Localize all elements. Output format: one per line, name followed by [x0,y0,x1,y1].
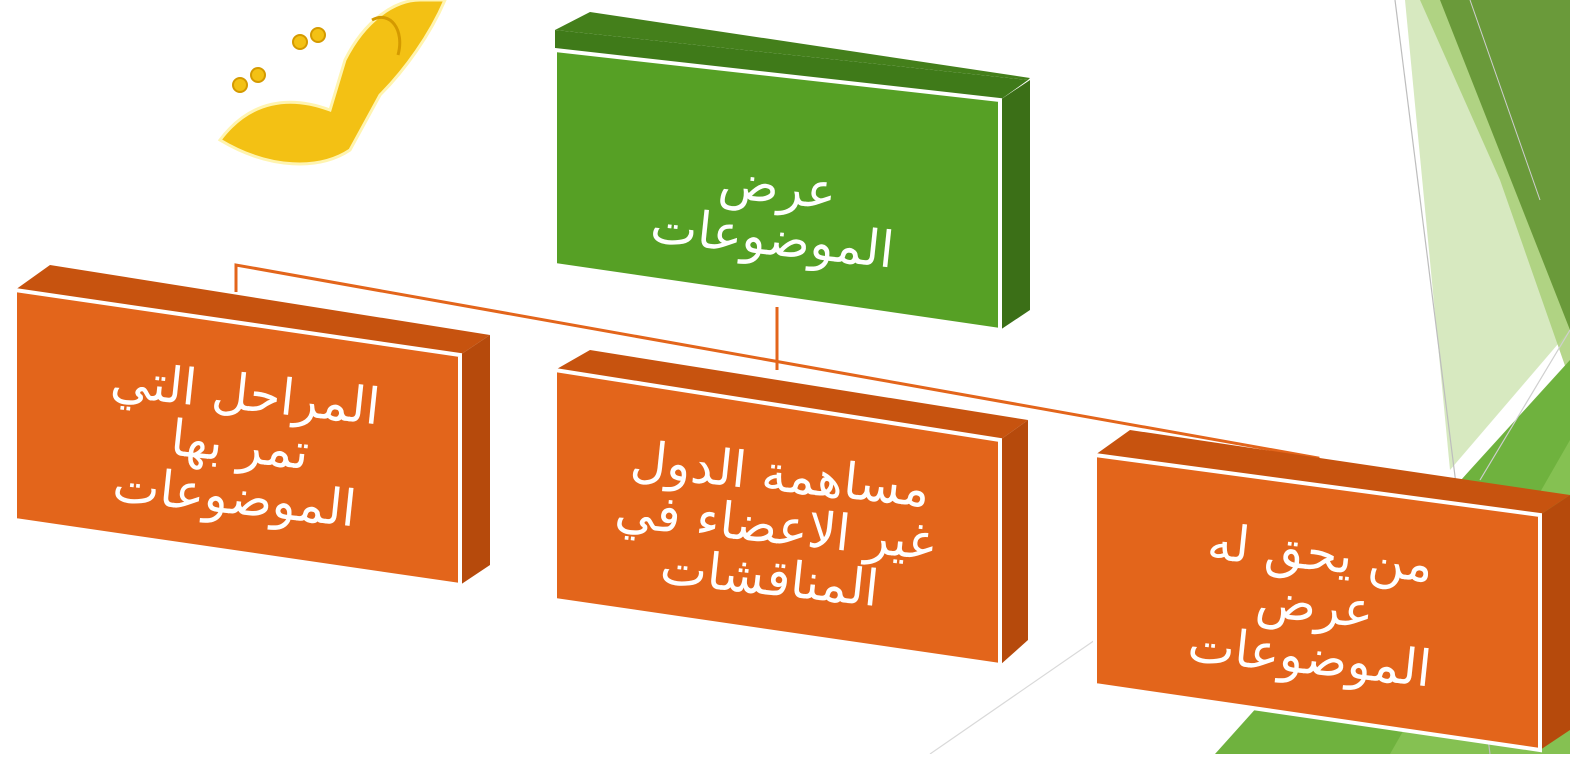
root-box-side-face [1000,80,1030,330]
child-middle-front-face [553,367,1002,668]
word-art-shape [217,0,447,166]
word-art-dot-1 [232,77,248,93]
child-box-right [1093,430,1570,753]
child-right-side-face [1540,495,1570,750]
child-middle-label: مساهمة الدول غير الاعضاء في المناقشات [548,376,1002,675]
root-box-top-bevel [555,12,1030,80]
theme-line-2 [1479,329,1570,481]
child-right-top-face [1095,430,1570,515]
word-art-dot-3 [292,34,308,50]
root-box-front-face [553,47,1002,333]
word-art-stroke [371,16,402,56]
child-left-label: المراحل التي تمر بها الموضوعات [8,300,471,590]
child-middle-top-face [555,350,1028,440]
word-art-dot-2 [250,67,266,83]
word-art-dot-4 [310,27,326,43]
theme-line-4 [1469,0,1541,201]
child-box-left [13,265,490,588]
child-right-label: من يحق له عرض الموضوعات [1088,453,1543,757]
child-left-side-face [460,335,490,585]
theme-line-3 [929,639,1096,754]
root-box-top-face [555,30,1028,100]
root-label-line-2: الموضوعات [647,196,897,280]
child-left-top-face [15,265,490,355]
child-right-front-face [1093,452,1542,753]
root-label: عرض الموضوعات [551,90,1000,334]
child-middle-side-face [1000,420,1028,665]
word-art-decoration [217,0,447,166]
child-left-line-3: الموضوعات [110,454,360,538]
child-right-line-3: الموضوعات [1185,615,1435,699]
root-box [553,12,1030,333]
theme-triangle-dark [1440,0,1570,330]
child-box-middle [553,350,1028,668]
child-left-front-face [13,287,462,588]
